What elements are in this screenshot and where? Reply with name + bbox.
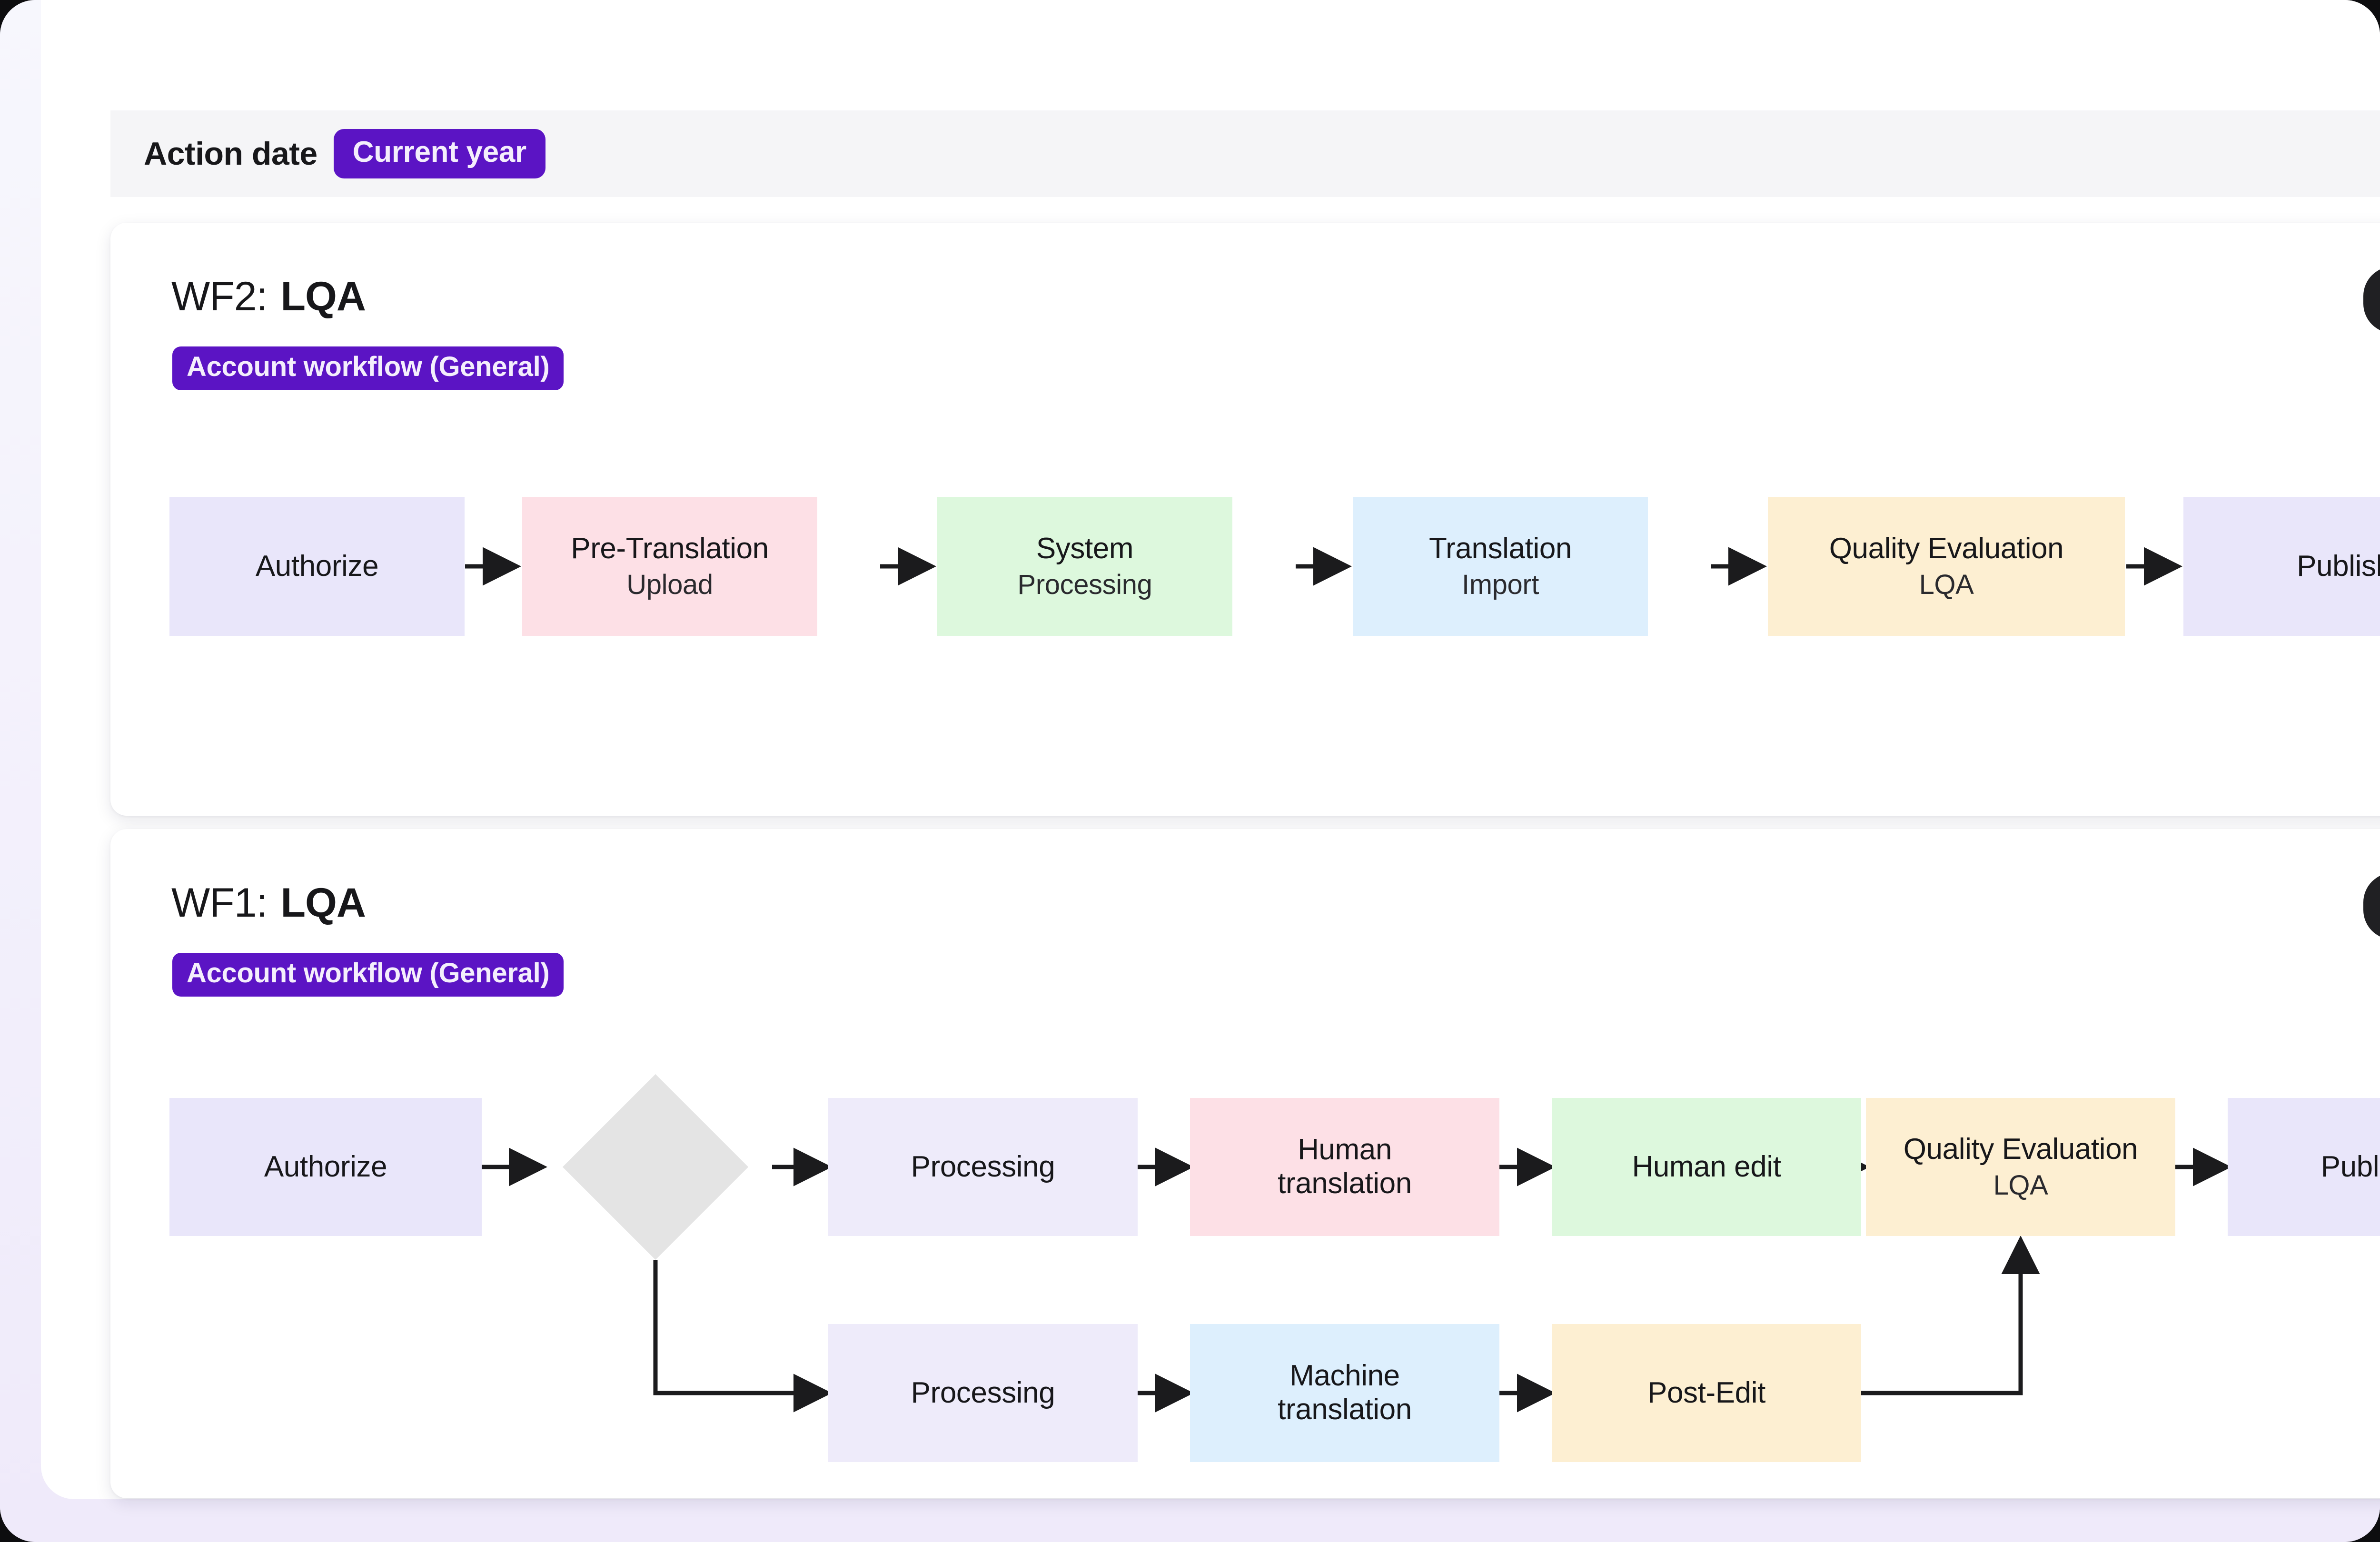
flow-node-title: Human translation — [1278, 1133, 1412, 1200]
flow-node[interactable]: Processing — [828, 1098, 1138, 1236]
flow-node-title: Processing — [911, 1150, 1055, 1183]
flow-node-title: System — [1036, 532, 1134, 565]
workflow-name: LQA — [280, 880, 366, 926]
flow-node[interactable]: Authorize — [169, 497, 465, 636]
flow-node-subtitle: Import — [1462, 569, 1539, 601]
flow-node-title: Human edit — [1632, 1150, 1781, 1183]
flow-node-title: Post-Edit — [1647, 1376, 1765, 1409]
flow-node[interactable]: Processing — [828, 1324, 1138, 1462]
flow-node-title: Published — [2297, 549, 2380, 583]
flow-node-title: Pre-Translation — [571, 532, 769, 565]
flow-node-subtitle: LQA — [1919, 569, 1974, 601]
flow-node[interactable]: Post-Edit — [1552, 1324, 1861, 1462]
flow-node-subtitle: Upload — [626, 569, 713, 601]
flow-node-title: Authorize — [255, 549, 379, 583]
flow-node[interactable]: Human edit — [1552, 1098, 1861, 1236]
workflow-code: WF2: — [171, 274, 268, 319]
flow-node-subtitle: LQA — [1993, 1170, 2048, 1201]
flow-node-title: Quality Evaluation — [1903, 1132, 2138, 1166]
flow-node[interactable]: Machine translation — [1190, 1324, 1499, 1462]
flow-node[interactable]: Authorize — [169, 1098, 482, 1236]
flow-node[interactable]: Published — [2183, 497, 2380, 636]
flow-node-title: Quality Evaluation — [1829, 532, 2064, 565]
flow-node-title: Authorize — [264, 1150, 387, 1183]
flow-node-title: Machine translation — [1278, 1359, 1412, 1426]
flow-node-title: Processing — [911, 1376, 1055, 1409]
flow-node[interactable]: Quality Evaluation LQA — [1768, 497, 2125, 636]
flow-node-title: Translation — [1429, 532, 1572, 565]
flow-node-subtitle: Processing — [1017, 569, 1152, 601]
workflow-diagram-wf2: Authorize Pre-Translation Upload System … — [110, 223, 2380, 816]
flow-node[interactable]: Pre-Translation Upload — [522, 497, 817, 636]
workflow-title-wf1: WF1: LQA — [171, 880, 366, 927]
workflow-card-wf2: WF2: LQA Account workflow (General) Add … — [110, 223, 2380, 816]
flow-node[interactable]: Quality Evaluation LQA — [1866, 1098, 2175, 1236]
filter-chip-current-year[interactable]: Current year — [333, 129, 545, 178]
filter-bar: Action date Current year — [110, 110, 2380, 197]
flow-node[interactable]: System Processing — [937, 497, 1232, 636]
workflow-title-wf2: WF2: LQA — [171, 273, 366, 320]
workflow-diagram-wf1: Authorize Processing Human translation H… — [110, 829, 2380, 1498]
workflow-tag-badge: Account workflow (General) — [172, 346, 564, 390]
workflow-name: LQA — [280, 274, 366, 319]
flow-node[interactable]: Published — [2228, 1098, 2380, 1236]
flow-node[interactable]: Human translation — [1190, 1098, 1499, 1236]
flow-node[interactable]: Translation Import — [1353, 497, 1648, 636]
filter-label: Action date — [144, 136, 317, 172]
decision-diamond-node[interactable] — [562, 1074, 749, 1260]
workflow-code: WF1: — [171, 880, 268, 926]
flow-node-title: Published — [2320, 1150, 2380, 1183]
workflow-tag-badge: Account workflow (General) — [172, 953, 564, 997]
workflow-card-wf1: WF1: LQA Account workflow (General) Add … — [110, 829, 2380, 1498]
